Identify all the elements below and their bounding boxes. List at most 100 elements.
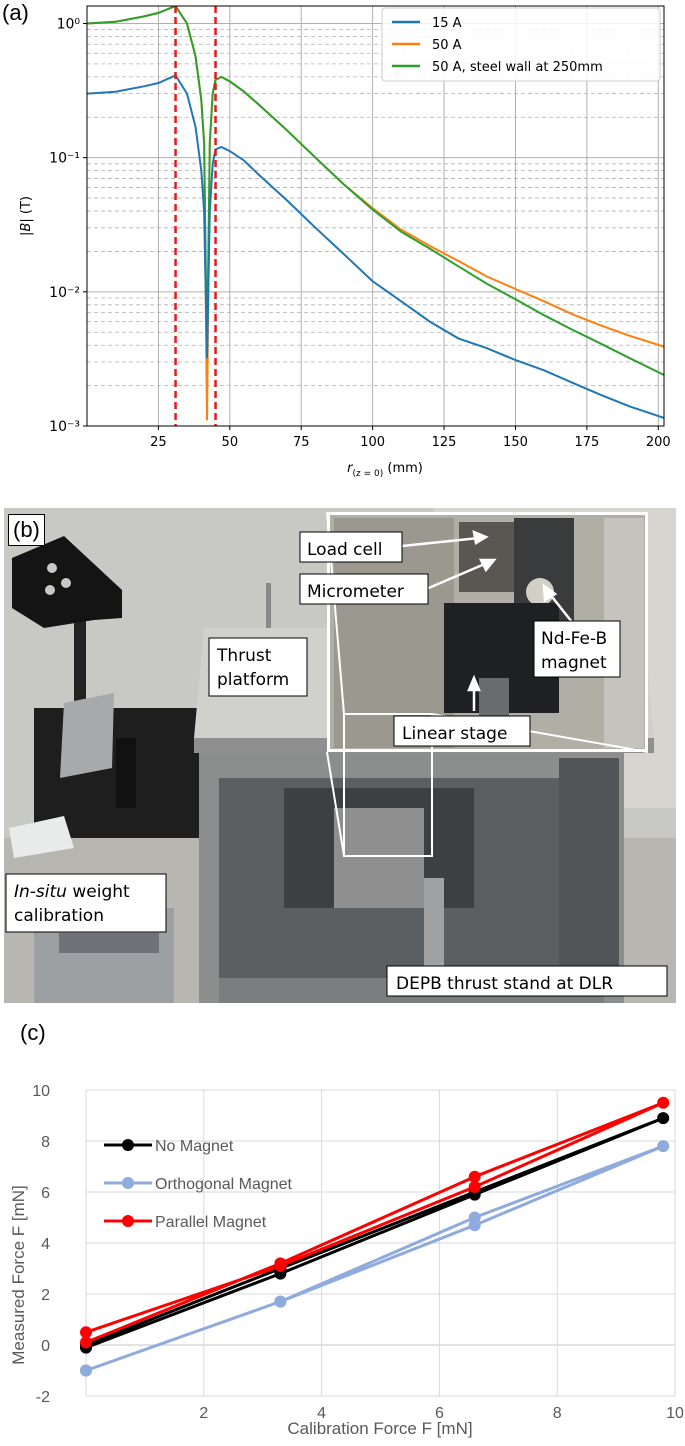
- chart-a-frame: [86, 5, 665, 427]
- chart-a-legend-label: 15 A: [432, 16, 462, 31]
- pulley-hole-2: [61, 578, 71, 588]
- label-in-situ: In-situ: [14, 882, 67, 902]
- chart-c-data-point: [657, 1096, 670, 1109]
- chart-c-ylabel: Measured Force F [mN]: [9, 1185, 28, 1365]
- chart-a-xtick-label: 50: [222, 435, 239, 450]
- photo-arrows: [401, 529, 573, 711]
- chart-c-xtick-label: 6: [435, 1405, 444, 1422]
- chart-c-data-point: [80, 1326, 92, 1339]
- chart-c-data-point: [468, 1180, 481, 1193]
- chart-a-ylabel-suffix: | (T): [19, 196, 34, 223]
- label-stand: DEPB thrust stand at DLR: [396, 974, 613, 994]
- chart-c-legend-marker: [122, 1215, 134, 1227]
- calibration-weight-holder: [9, 816, 74, 858]
- chart-c-ytick-label: 0: [41, 1338, 50, 1355]
- chart-a-ytick-label: 10⁻¹: [49, 151, 80, 167]
- panel-b-letter: (b): [8, 514, 45, 546]
- chart-a-xlabel-sub: (z = 0): [353, 469, 384, 479]
- label-box-linear-stage: [393, 715, 531, 747]
- chart-a-markers: [174, 6, 217, 426]
- chart-c-data-point: [80, 1364, 92, 1377]
- chart-c-xtick-label: 8: [553, 1405, 562, 1422]
- label-linear-stage: Linear stage: [402, 724, 507, 744]
- chart-a-xtick-label: 200: [646, 435, 671, 450]
- chart-c-ytick-label: 8: [41, 1134, 50, 1151]
- panel-c-letter: (c): [20, 1020, 46, 1045]
- chart-c-data-point: [80, 1336, 92, 1349]
- label-weight: weight: [67, 882, 130, 902]
- label-micrometer: Micrometer: [307, 582, 404, 602]
- chart-c-grid: [85, 1089, 676, 1397]
- chart-c-xlabel: Calibration Force F [mN]: [287, 1419, 472, 1438]
- chart-c-legend-label: Parallel Magnet: [155, 1214, 267, 1231]
- label-thrust-2: platform: [217, 670, 289, 690]
- chart-a-xlabel: r(z = 0) (mm): [347, 461, 423, 479]
- chart-a-legend-box: [381, 7, 661, 82]
- pulley-hole-1: [47, 563, 57, 573]
- chart-c-data-point: [657, 1140, 670, 1153]
- chart-c-ytick-label: -2: [36, 1389, 50, 1406]
- zoom-box: [343, 713, 433, 857]
- chart-c-series: [80, 1096, 670, 1377]
- label-load-cell: Load cell: [307, 540, 382, 560]
- label-in-situ-line: In-situ weight: [14, 882, 130, 902]
- stand-post-left: [424, 878, 444, 988]
- chart-c-data-point: [468, 1170, 481, 1183]
- chart-a-xlabel-unit: (mm): [383, 461, 423, 476]
- chart-a-series-line: [87, 6, 664, 376]
- stand-post-right: [559, 758, 619, 988]
- chart-c-data-point: [274, 1295, 287, 1308]
- chart-a-legend: 15 A 50 A 50 A, steel wall at 250mm: [381, 7, 661, 82]
- stand-linkage: [334, 808, 424, 908]
- chart-a-xlabel-var: r: [347, 461, 354, 476]
- chart-a-series: [87, 6, 664, 421]
- rail-groove: [59, 933, 159, 953]
- chart-c-xtick-label: 4: [317, 1405, 326, 1422]
- chart-a-xtick-label: 125: [432, 435, 457, 450]
- pulley-hole-3: [45, 585, 55, 595]
- label-box-calibration: [5, 873, 167, 933]
- chart-a-ylabel: |B| (T): [19, 196, 34, 236]
- label-box-nd-magnet: [533, 620, 621, 678]
- chart-c-xtick-label: 10: [666, 1405, 684, 1422]
- chart-a-legend-label: 50 A: [432, 38, 462, 53]
- chart-c-data-point: [274, 1257, 287, 1270]
- chart-c-data-point: [468, 1211, 481, 1224]
- chart-a-ytick-label: 10⁰: [57, 16, 81, 32]
- chart-a-legend-label: 50 A, steel wall at 250mm: [432, 60, 603, 75]
- label-box-micrometer: [299, 573, 429, 605]
- chart-a-ylabel-prefix: |: [19, 232, 34, 236]
- chart-c-legend-label: No Magnet: [155, 1138, 234, 1155]
- chart-a-ylabel-var: B: [19, 223, 34, 232]
- chart-a-ytick-label: 10⁻³: [49, 419, 80, 435]
- chart-c-legend-marker: [122, 1177, 134, 1189]
- chart-c-ytick-label: 6: [41, 1185, 50, 1202]
- calibration-post: [116, 738, 136, 808]
- chart-a-xtick-label: 25: [150, 435, 167, 450]
- panel-a-letter: (a): [2, 0, 29, 25]
- calibration-bracket: [60, 693, 114, 778]
- chart-c-ytick-label: 4: [41, 1236, 50, 1253]
- chart-c-legend-marker: [122, 1139, 134, 1151]
- platform-screw: [266, 583, 271, 628]
- chart-c-ytick-label: 2: [41, 1287, 50, 1304]
- chart-a-xtick-label: 175: [574, 435, 599, 450]
- label-box-stand: [386, 965, 668, 997]
- label-calibration: calibration: [14, 906, 104, 926]
- label-box-thrust-platform: [208, 637, 308, 697]
- chart-c-xtick-label: 2: [199, 1405, 208, 1422]
- zoom-line-1: [326, 751, 345, 857]
- chart-a-series-line: [87, 74, 664, 419]
- chart-a-ytick-label: 10⁻²: [49, 285, 80, 301]
- chart-a-xtick-label: 75: [293, 435, 310, 450]
- inset-load-cell: [459, 522, 514, 592]
- label-thrust-1: Thrust: [216, 646, 272, 666]
- chart-a-xtick-label: 100: [360, 435, 385, 450]
- photo-b: Load cell Micrometer Nd-Fe-B magnet Thru…: [4, 508, 676, 1003]
